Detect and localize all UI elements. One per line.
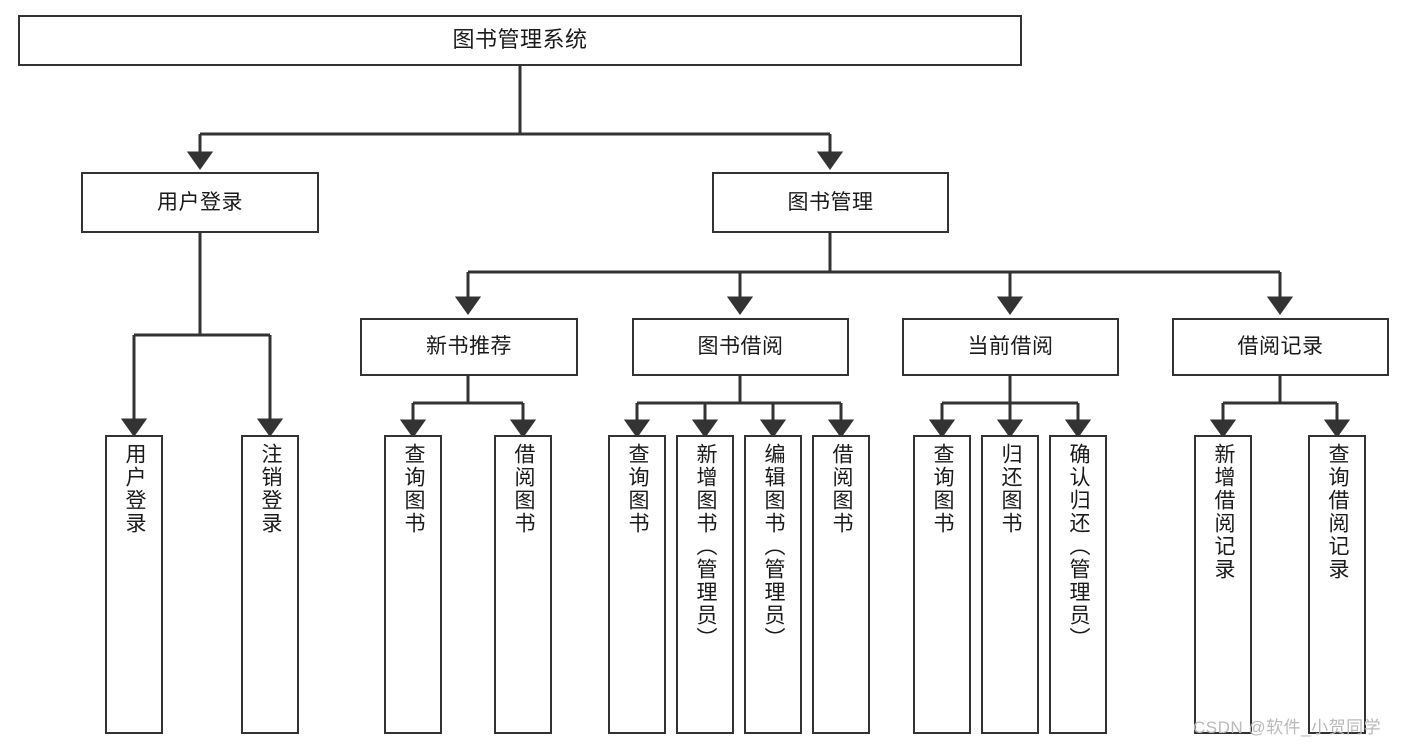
leaf-new-book-borrow-label: 借阅图书 bbox=[512, 443, 536, 535]
leaf-book-borrow-edit[interactable]: 编辑图书（管理员） bbox=[744, 435, 802, 734]
leaf-user-login-login[interactable]: 用户登录 bbox=[105, 435, 163, 734]
node-root-label: 图书管理系统 bbox=[452, 27, 588, 53]
node-book-borrowing-label: 图书借阅 bbox=[697, 335, 784, 359]
node-root[interactable]: 图书管理系统 bbox=[18, 15, 1022, 66]
node-current-borrowing[interactable]: 当前借阅 bbox=[902, 318, 1119, 376]
node-book-borrowing[interactable]: 图书借阅 bbox=[632, 318, 849, 376]
leaf-user-login-logout[interactable]: 注销登录 bbox=[241, 435, 299, 734]
leaf-current-borrow-return-label: 归还图书 bbox=[999, 443, 1023, 535]
leaf-borrow-record-add-label: 新增借阅记录 bbox=[1212, 443, 1236, 581]
leaf-current-borrow-confirm-return-label: 确认归还（管理员） bbox=[1067, 443, 1091, 650]
leaf-current-borrow-confirm-return[interactable]: 确认归还（管理员） bbox=[1049, 435, 1107, 734]
node-new-book-recommendation-label: 新书推荐 bbox=[426, 335, 512, 359]
leaf-book-borrow-borrow-label: 借阅图书 bbox=[830, 443, 854, 535]
leaf-current-borrow-query[interactable]: 查询图书 bbox=[913, 435, 971, 734]
leaf-borrow-record-query[interactable]: 查询借阅记录 bbox=[1308, 435, 1366, 734]
csdn-watermark: CSDN @软件_小贺同学 bbox=[1193, 718, 1382, 737]
leaf-book-borrow-query-label: 查询图书 bbox=[626, 443, 650, 535]
leaf-user-login-logout-label: 注销登录 bbox=[259, 443, 283, 535]
leaf-current-borrow-query-label: 查询图书 bbox=[931, 443, 955, 535]
leaf-book-borrow-add-label: 新增图书（管理员） bbox=[694, 443, 718, 650]
node-borrow-records[interactable]: 借阅记录 bbox=[1172, 318, 1389, 376]
leaf-borrow-record-add[interactable]: 新增借阅记录 bbox=[1194, 435, 1252, 734]
node-new-book-recommendation[interactable]: 新书推荐 bbox=[360, 318, 578, 376]
leaf-book-borrow-query[interactable]: 查询图书 bbox=[608, 435, 666, 734]
node-user-login[interactable]: 用户登录 bbox=[81, 172, 319, 233]
leaf-user-login-login-label: 用户登录 bbox=[123, 443, 147, 535]
leaf-current-borrow-return[interactable]: 归还图书 bbox=[981, 435, 1039, 734]
leaf-new-book-query-label: 查询图书 bbox=[402, 443, 426, 535]
node-borrow-records-label: 借阅记录 bbox=[1237, 335, 1324, 359]
node-book-management-label: 图书管理 bbox=[787, 190, 874, 214]
node-current-borrowing-label: 当前借阅 bbox=[967, 335, 1054, 359]
leaf-borrow-record-query-label: 查询借阅记录 bbox=[1326, 443, 1350, 581]
node-book-management[interactable]: 图书管理 bbox=[712, 172, 949, 233]
leaf-book-borrow-add[interactable]: 新增图书（管理员） bbox=[676, 435, 734, 734]
leaf-new-book-query[interactable]: 查询图书 bbox=[384, 435, 442, 734]
leaf-new-book-borrow[interactable]: 借阅图书 bbox=[494, 435, 552, 734]
leaf-book-borrow-borrow[interactable]: 借阅图书 bbox=[812, 435, 870, 734]
node-user-login-label: 用户登录 bbox=[157, 190, 243, 214]
leaf-book-borrow-edit-label: 编辑图书（管理员） bbox=[762, 443, 786, 650]
